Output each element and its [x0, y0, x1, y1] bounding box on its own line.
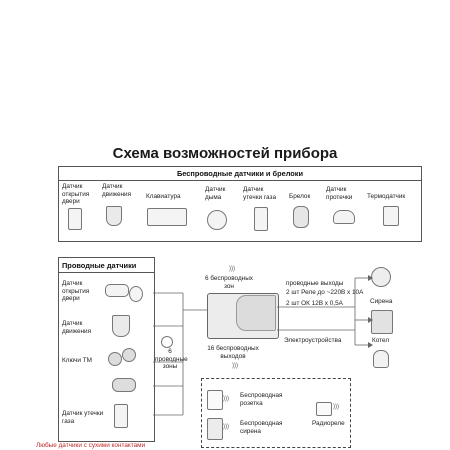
door-sensor-icon	[68, 208, 82, 230]
wireless-label-leak: Датчик протечки	[326, 186, 353, 201]
boiler-icon	[371, 310, 393, 334]
wired-door-magnet-icon	[129, 286, 143, 302]
wireless-siren-icon	[207, 418, 223, 440]
thermo-sensor-icon	[383, 206, 399, 226]
boiler-label: Котел	[372, 337, 390, 344]
wired-note: Любые датчики с сухими контактами	[36, 442, 146, 449]
wireless-zones-signal-icon: )))	[229, 266, 235, 272]
wireless-panel-header: Беспроводные датчики и брелоки	[176, 169, 304, 178]
wired-motion-sensor-icon	[112, 315, 130, 337]
wireless-label-keyfob: Брелок	[289, 193, 311, 200]
radio-relay-label: Радиореле	[312, 420, 345, 427]
wired-outputs-relay: 2 шт Реле до ~220В х 10А	[286, 289, 364, 296]
tm-key-icon	[108, 352, 122, 366]
tm-key-icon-2	[122, 348, 136, 362]
wireless-label-motion: Датчик движения	[102, 183, 132, 198]
wired-gas-sensor-icon	[114, 404, 128, 428]
wireless-label-door: Датчик открытия двери	[62, 183, 90, 205]
wireless-outputs-signal-icon: )))	[232, 363, 238, 369]
siren-label: Сирена	[370, 298, 393, 305]
keyfob-icon	[293, 206, 309, 228]
wireless-label-thermo: Термодатчик	[367, 193, 406, 200]
wired-outputs-header: проводные выходы	[286, 280, 344, 287]
wireless-label-gas: Датчик утечки газа	[243, 186, 277, 201]
wireless-socket-label: Беспроводная розетка	[240, 392, 283, 407]
wireless-panel	[58, 166, 422, 242]
radio-relay-icon	[316, 402, 332, 416]
wired-label-door: Датчик открытия двери	[62, 280, 90, 302]
wired-outputs-ok: 2 шт ОК 12В х 0,5А	[286, 300, 343, 307]
wireless-label-smoke: Датчик дыма	[205, 186, 226, 201]
wireless-socket-icon	[207, 390, 223, 410]
bulb-icon	[373, 350, 389, 368]
smoke-detector-icon	[207, 210, 227, 230]
wireless-outputs-panel	[201, 378, 351, 448]
wsiren-signal-icon: )))	[223, 424, 229, 430]
motion-sensor-icon	[106, 206, 122, 226]
gas-sensor-icon	[254, 207, 268, 231]
wired-zones-label: 6 проводные зоны	[155, 348, 188, 370]
tm-reader-icon	[112, 378, 136, 392]
relay-signal-icon: )))	[333, 404, 339, 410]
wireless-zones-label: 6 беспроводных зон	[204, 275, 254, 290]
wireless-siren-label: Беспроводная сирена	[240, 420, 283, 435]
socket-signal-icon: )))	[223, 396, 229, 402]
main-device-front	[236, 295, 276, 331]
leak-sensor-icon	[333, 210, 355, 224]
wired-panel-header: Проводные датчики	[62, 261, 137, 270]
appliances-label: Электроустройства	[284, 337, 342, 344]
siren-icon	[371, 267, 391, 287]
wireless-header-divider	[58, 180, 422, 181]
wired-door-sensor-icon	[105, 284, 129, 297]
wireless-outputs-label: 16 беспроводных выходов	[207, 345, 259, 360]
wired-panel	[58, 257, 155, 442]
zone-count-circle	[161, 336, 173, 348]
wired-label-gas: Датчик утечки газа	[62, 410, 104, 425]
wireless-label-keypad: Клавиатура	[146, 193, 181, 200]
wired-header-divider	[58, 272, 155, 273]
keypad-icon	[147, 208, 187, 226]
wired-label-keys: Ключи ТМ	[62, 357, 93, 364]
page-title: Схема возможностей прибора	[112, 145, 338, 162]
wired-label-motion: Датчик движения	[62, 320, 92, 335]
